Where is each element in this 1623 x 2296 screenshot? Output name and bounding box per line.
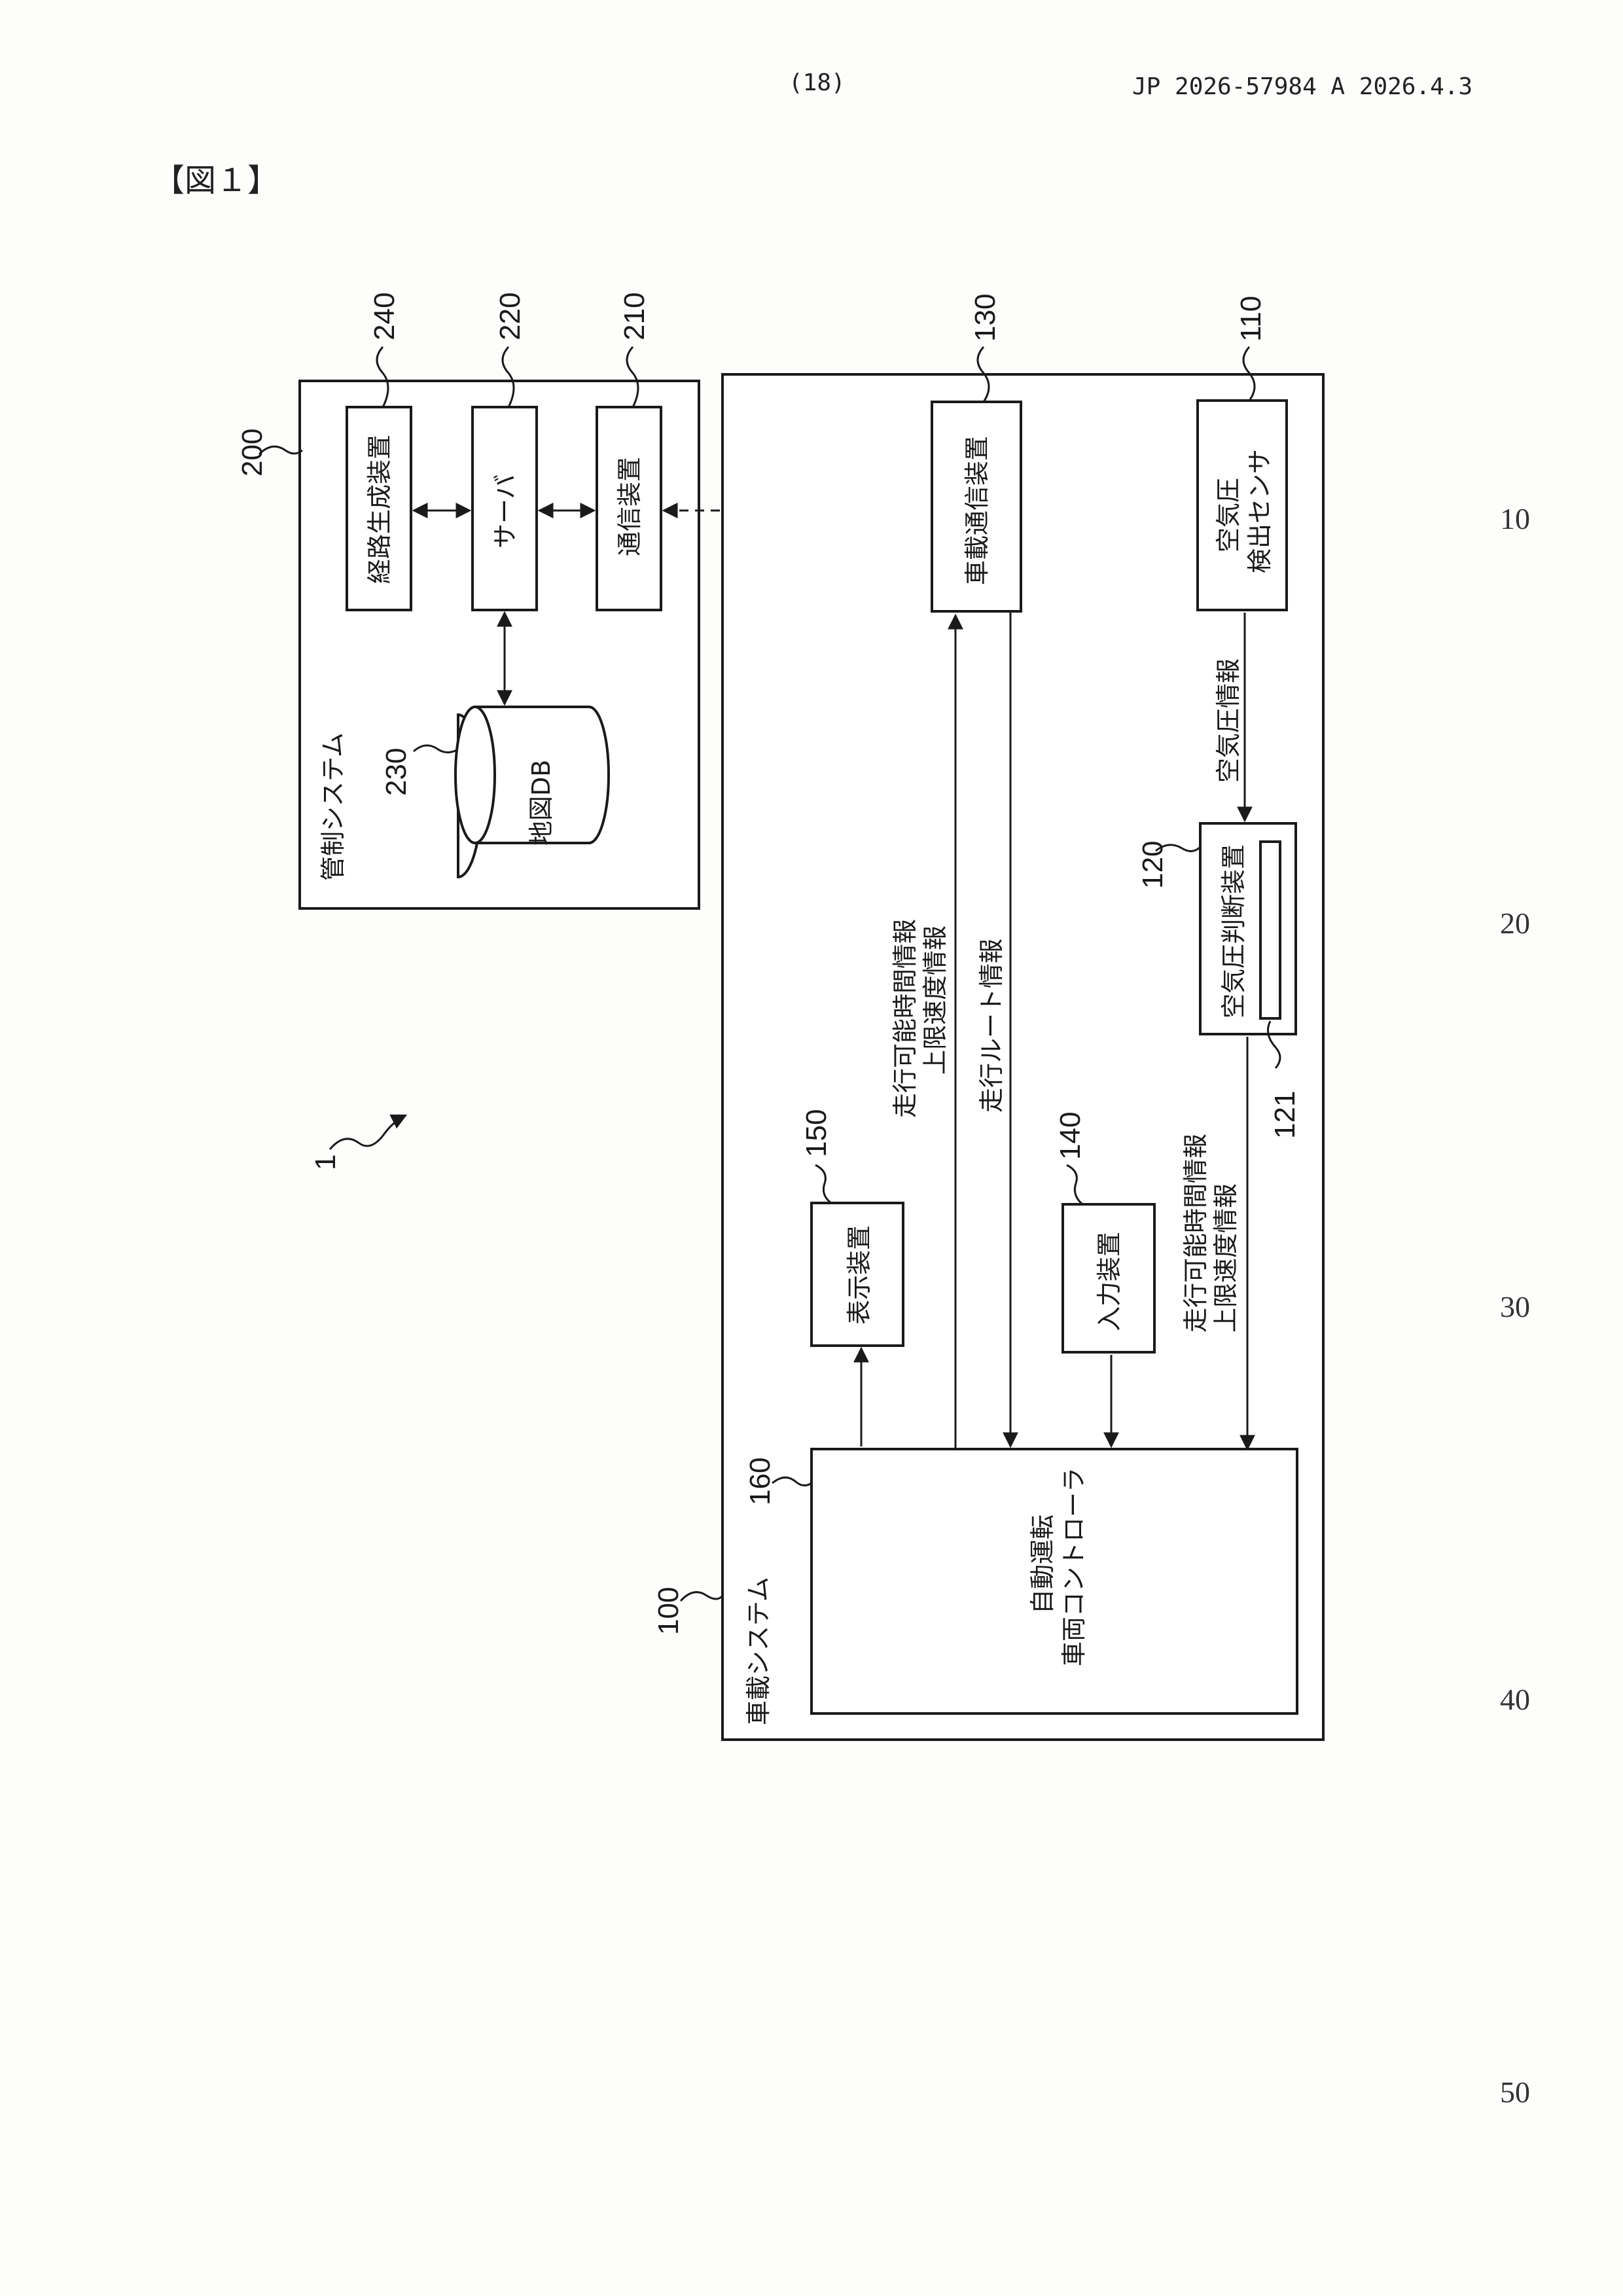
display-ref: 150 [800, 1109, 832, 1157]
comm-device-label: 通信装置 [615, 457, 644, 556]
input-label: 入力装置 [1095, 1232, 1124, 1331]
pressure-judge-box [1200, 823, 1296, 1034]
pressure-judge-label: 空気圧判断装置 [1219, 844, 1248, 1018]
upstream-signal-line2: 上限速度情報 [921, 925, 950, 1075]
pressure-judge-sub-ref: 121 [1269, 1091, 1301, 1139]
pressure-sensor-line2: 検出センサ [1245, 449, 1274, 573]
pressure-judge-ref: 120 [1137, 841, 1169, 889]
pressure-judge-storage [1260, 842, 1280, 1018]
pressure-sensor-ref: 110 [1235, 296, 1267, 342]
comm-device-ref: 210 [618, 293, 651, 340]
vehicle-system-title: 車載システム [744, 1577, 773, 1725]
server-label: サーバ [491, 474, 520, 548]
upstream-signal-line1: 走行可能時間情報 [891, 919, 919, 1118]
pressure-info-label: 空気圧情報 [1214, 658, 1243, 783]
system-ref-arrow [330, 1115, 406, 1149]
server-ref: 220 [494, 293, 526, 340]
judge-signal-line2: 上限速度情報 [1211, 1183, 1240, 1333]
vehicle-comm-ref: 130 [969, 294, 1001, 342]
route-info-label: 走行ルート情報 [977, 939, 1006, 1113]
leader-100 [681, 1592, 722, 1601]
control-system-title: 管制システム [319, 732, 348, 881]
input-ref: 140 [1054, 1112, 1086, 1160]
control-system-ref: 200 [236, 429, 268, 476]
vehicle-system-ref: 100 [652, 1587, 685, 1635]
vehicle-comm-label: 車載通信装置 [963, 436, 991, 585]
judge-signal-line1: 走行可能時間情報 [1181, 1134, 1210, 1333]
pressure-sensor-line1: 空気圧 [1214, 478, 1243, 552]
controller-line2: 車両コントローラ [1060, 1467, 1088, 1666]
display-label: 表示装置 [845, 1225, 874, 1325]
controller-line1: 自動運転 [1028, 1515, 1057, 1614]
system-ref: 1 [310, 1155, 342, 1170]
map-db-ref: 230 [380, 748, 412, 796]
map-db-label: 地図DB [527, 760, 556, 846]
route-generator-label: 経路生成装置 [365, 435, 394, 584]
controller-ref: 160 [744, 1458, 776, 1505]
route-generator-ref: 240 [368, 293, 401, 340]
